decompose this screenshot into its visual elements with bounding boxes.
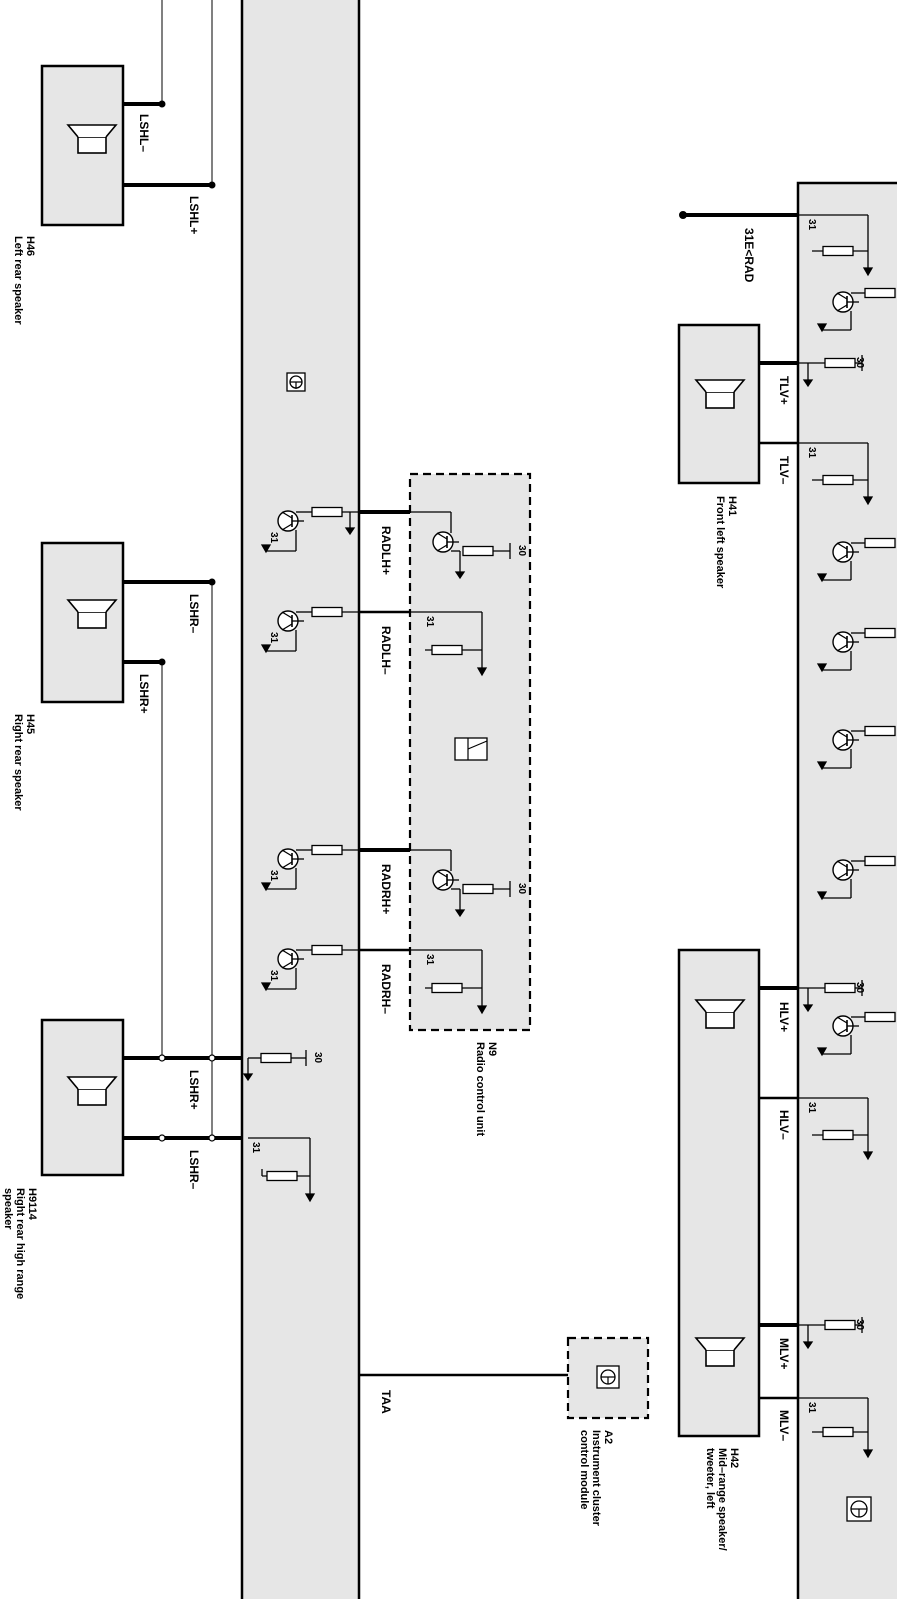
label-h9114-id: H9114 xyxy=(26,1188,38,1220)
terminal-31-erad: 31 xyxy=(806,219,817,231)
bus-module-icon xyxy=(286,372,306,392)
terminal-30-hlv: 30 xyxy=(854,982,865,994)
speaker-h41 xyxy=(677,323,761,485)
instrument-cluster-module xyxy=(566,1336,650,1420)
terminal-31-radio-1: 31 xyxy=(424,616,435,628)
terminal-30-mlv: 30 xyxy=(854,1319,865,1331)
wire-label-tlv-minus: TLV– xyxy=(777,456,791,485)
terminal-30-lshr: 30 xyxy=(312,1052,323,1064)
front-block-module-icon xyxy=(846,1496,872,1522)
label-h45-name: Right rear speaker xyxy=(12,714,24,811)
label-h42-id: H42 xyxy=(728,1448,740,1469)
wire-label-radlh-plus: RADLH+ xyxy=(379,526,393,576)
wire-label-mlv-plus: MLV+ xyxy=(777,1338,791,1370)
terminal-31-radlh-plus: 31 xyxy=(268,532,279,544)
front-left-block xyxy=(796,181,897,1599)
bus-circuits xyxy=(242,506,359,1202)
label-h42-name: Mid–range speaker/ xyxy=(716,1448,728,1551)
label-h9114-name: Right rear high range xyxy=(14,1188,26,1300)
terminal-31-mlv: 31 xyxy=(806,1402,817,1414)
label-a2-name: Instrument cluster xyxy=(590,1430,602,1526)
left-speaker-wires xyxy=(123,0,242,1142)
radio-icon xyxy=(454,737,488,761)
wire-label-lshl-plus: LSHL+ xyxy=(187,196,201,235)
label-h45-id: H45 xyxy=(24,714,36,735)
wire-label-taa: TAA xyxy=(379,1390,393,1414)
label-h41: H41 Front left speaker xyxy=(714,496,738,588)
label-a2: A2 Instrument cluster control module xyxy=(578,1430,614,1526)
terminal-31-radlh-minus: 31 xyxy=(268,632,279,644)
front-block-circuits xyxy=(798,214,896,1458)
terminal-31-tlv: 31 xyxy=(806,447,817,459)
label-h41-id: H41 xyxy=(726,496,738,517)
speaker-h46 xyxy=(40,64,125,227)
label-h45: H45 Right rear speaker xyxy=(12,714,36,811)
terminal-30-tlv: 30 xyxy=(854,357,865,369)
label-n9-name: Radio control unit xyxy=(474,1042,486,1137)
wire-label-hlv-plus: HLV+ xyxy=(777,1002,791,1033)
wire-label-mlv-minus: MLV– xyxy=(777,1410,791,1442)
front-speaker-wires xyxy=(679,211,798,1400)
label-a2-id: A2 xyxy=(602,1430,614,1445)
terminal-31-hlv: 31 xyxy=(806,1102,817,1114)
speaker-h9114 xyxy=(40,1018,125,1177)
terminal-30-radio-2: 30 xyxy=(516,883,527,895)
radio-bus-wires xyxy=(359,510,568,1377)
wire-label-31e-rad: 31E<RAD xyxy=(742,228,756,283)
terminal-30-radio-1: 30 xyxy=(516,545,527,557)
radio-control-unit xyxy=(408,472,532,1032)
terminal-31-radrh-minus: 31 xyxy=(268,970,279,982)
label-n9-id: N9 xyxy=(486,1042,498,1057)
label-h46-id: H46 xyxy=(24,236,36,257)
wire-label-lshr-minus-bottom: LSHR– xyxy=(187,1150,201,1190)
label-h41-name: Front left speaker xyxy=(714,496,726,589)
label-h46: H46 Left rear speaker xyxy=(12,236,36,325)
label-h9114: H9114 Right rear high range speaker xyxy=(2,1188,38,1299)
label-n9: N9 Radio control unit xyxy=(474,1042,498,1136)
wire-label-lshl-minus: LSHL– xyxy=(137,114,151,153)
wire-label-radrh-plus: RADRH+ xyxy=(379,864,393,915)
label-h9114-name-2: speaker xyxy=(2,1188,14,1230)
wire-label-tlv-plus: TLV+ xyxy=(777,376,791,405)
label-h46-name: Left rear speaker xyxy=(12,236,24,325)
terminal-31-radrh-plus: 31 xyxy=(268,870,279,882)
label-a2-name-2: control module xyxy=(578,1430,590,1510)
wire-label-lshr-plus-bottom: LSHR+ xyxy=(187,1070,201,1110)
wire-label-hlv-minus: HLV– xyxy=(777,1110,791,1140)
label-h42: H42 Mid–range speaker/ tweeter, left xyxy=(704,1448,740,1551)
wire-label-lshr-minus-top: LSHR– xyxy=(187,594,201,634)
speaker-h42 xyxy=(677,948,761,1438)
terminal-31-lshr: 31 xyxy=(250,1142,261,1154)
wire-label-radrh-minus: RADRH– xyxy=(379,964,393,1015)
central-bus xyxy=(240,0,361,1599)
speaker-h45 xyxy=(40,541,125,704)
terminal-31-radio-2: 31 xyxy=(424,954,435,966)
wire-label-radlh-minus: RADLH– xyxy=(379,626,393,675)
wire-label-lshr-plus-top: LSHR+ xyxy=(137,674,151,714)
label-h42-name-2: tweeter, left xyxy=(704,1448,716,1509)
